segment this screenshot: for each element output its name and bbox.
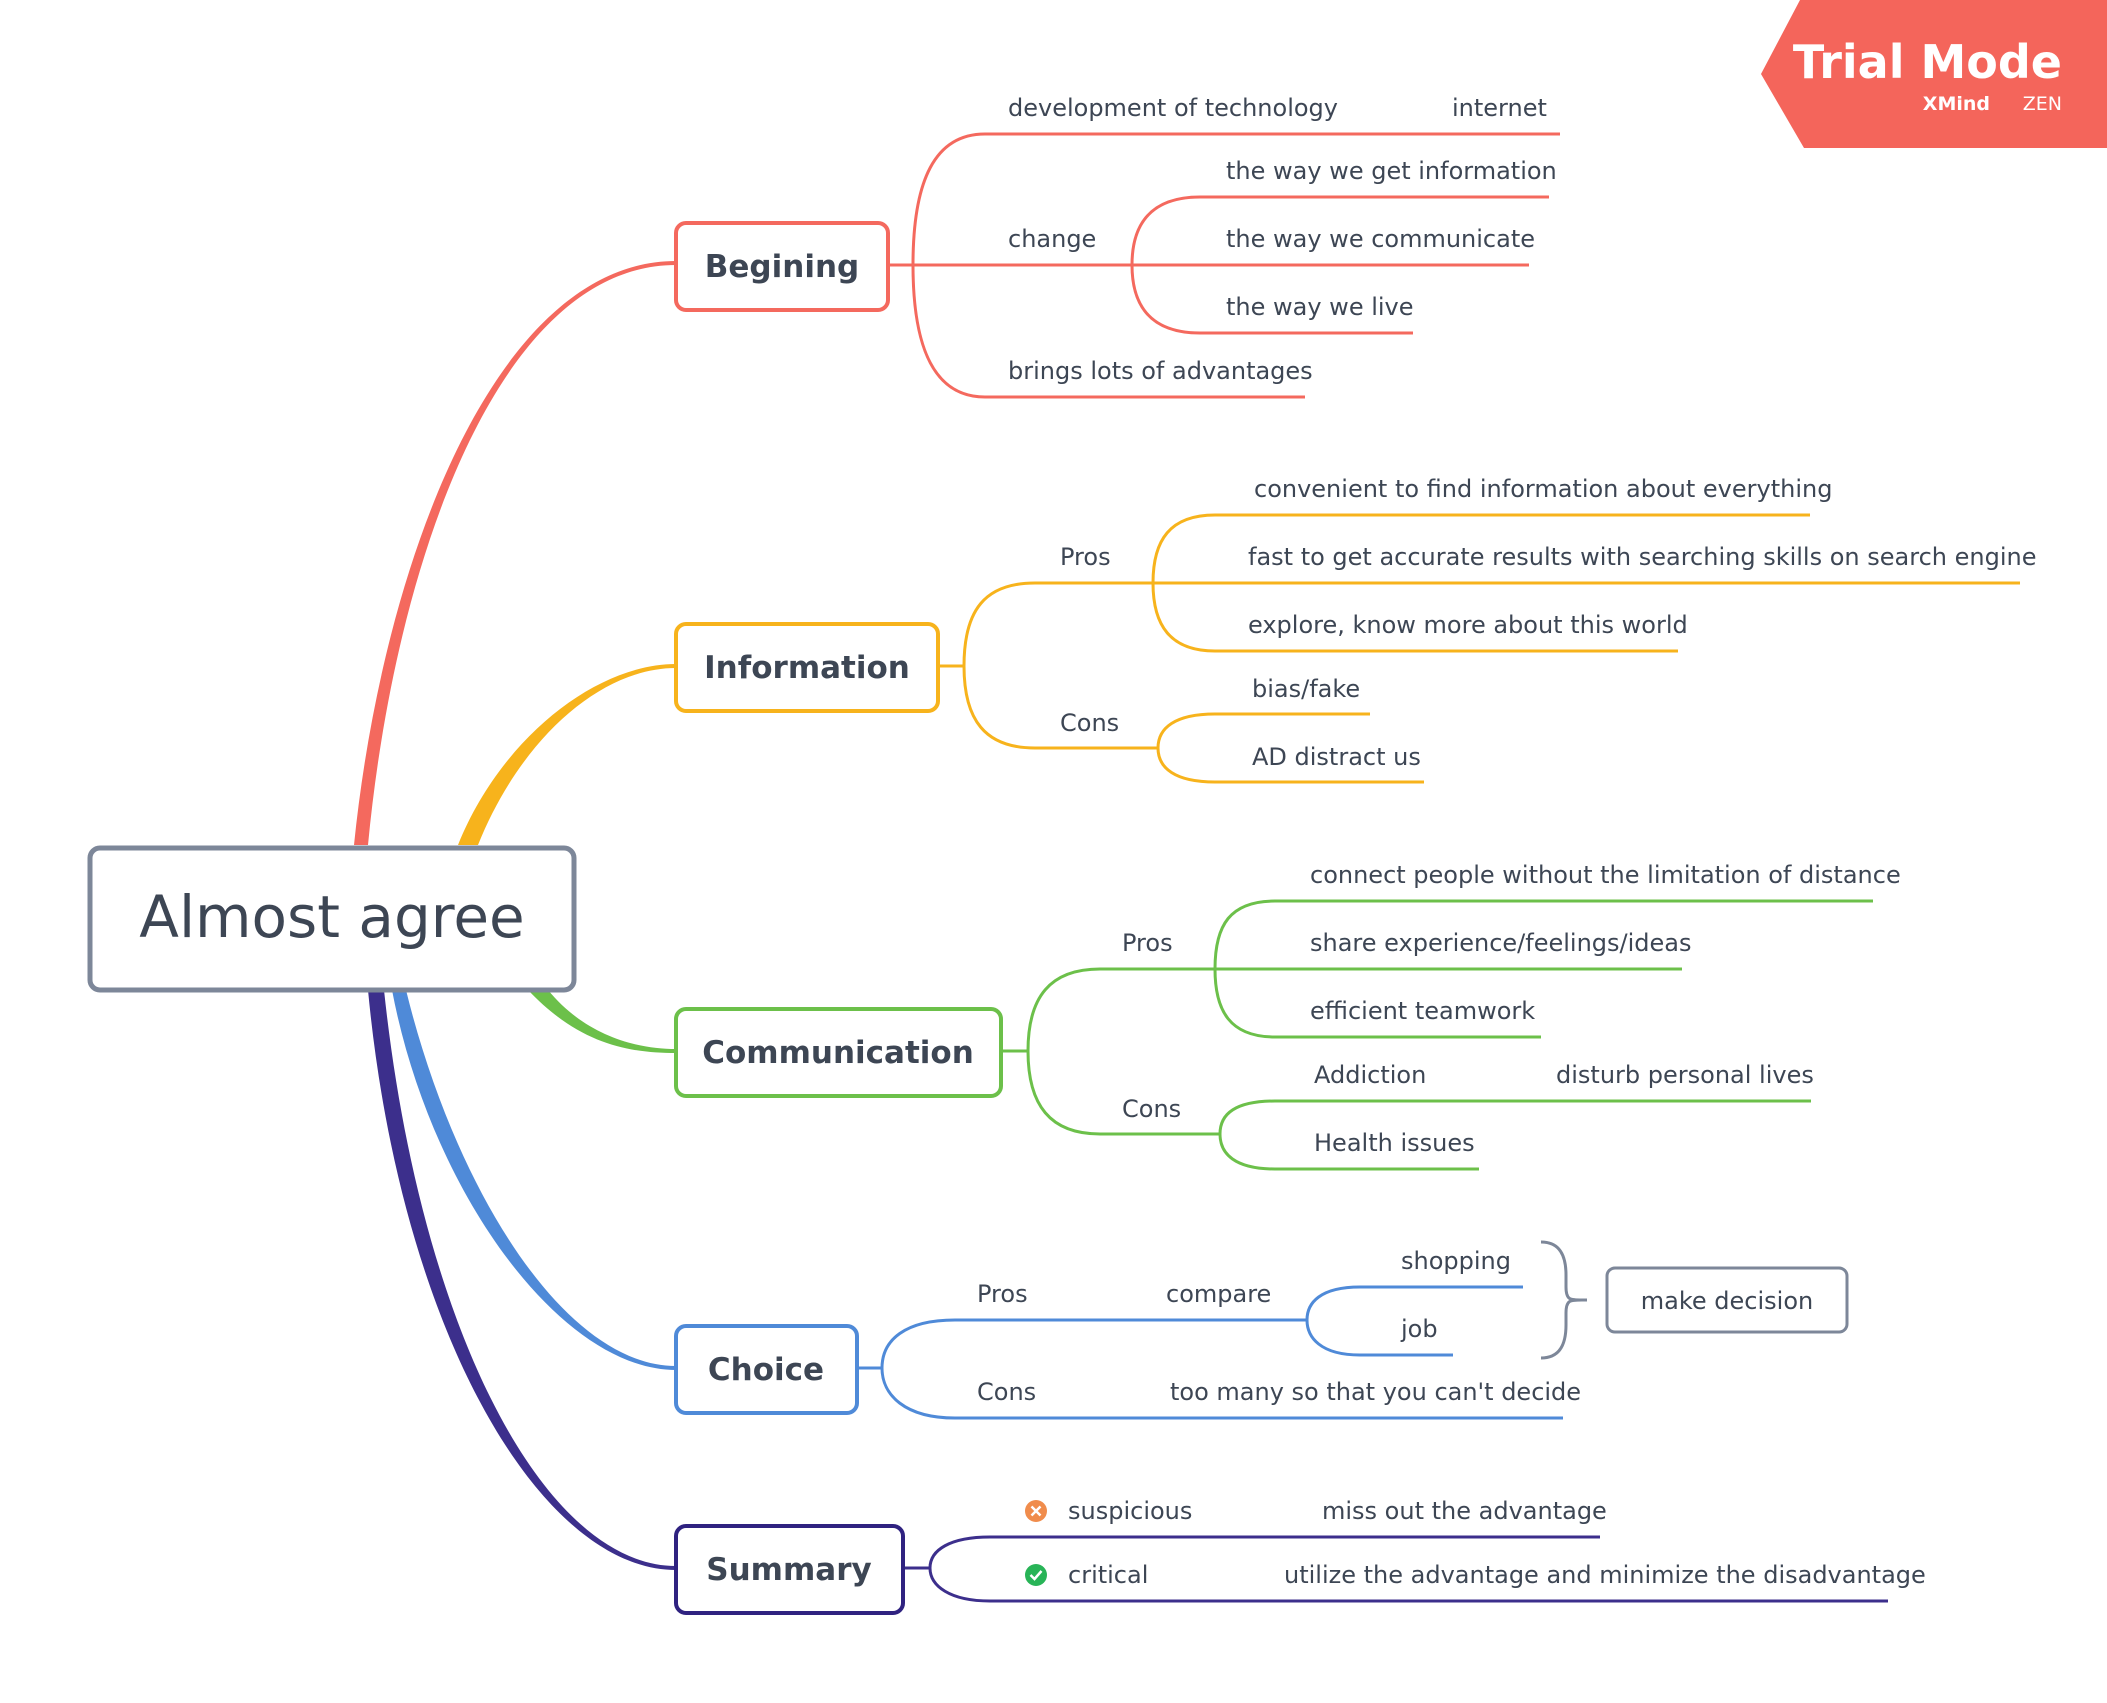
information-group <box>939 513 2020 784</box>
communication-cons-label[interactable]: Cons <box>1122 1095 1181 1123</box>
summary-node[interactable]: Summary <box>674 1524 905 1615</box>
branch-information <box>458 664 676 845</box>
communication-pros-label[interactable]: Pros <box>1122 929 1173 957</box>
change-line-get-info <box>1130 195 1549 266</box>
summary-critical-text[interactable]: critical <box>1068 1561 1148 1589</box>
branch-communication <box>528 990 676 1053</box>
change-item-2[interactable]: the way we communicate <box>1226 225 1535 253</box>
comm-pros-item-1[interactable]: connect people without the limitation of… <box>1310 861 1901 889</box>
begining-node[interactable]: Begining <box>674 221 890 312</box>
trial-mode-title: Trial Mode <box>1793 35 2062 89</box>
comm-cons-line-health <box>1218 1133 1479 1171</box>
information-node[interactable]: Information <box>674 622 940 713</box>
comm-pros-item-2[interactable]: share experience/feelings/ideas <box>1310 929 1692 957</box>
choice-compare-text[interactable]: compare <box>1166 1280 1271 1308</box>
begining-advantages-text[interactable]: brings lots of advantages <box>1008 357 1313 385</box>
information-node-box <box>674 622 940 713</box>
comm-cons-disturb[interactable]: disturb personal lives <box>1556 1061 1814 1089</box>
summary-suspicious-text[interactable]: suspicious <box>1068 1497 1192 1525</box>
choice-node-label: Choice <box>708 1352 824 1388</box>
make-decision-label: make decision <box>1641 1287 1813 1315</box>
comm-pros-item-3[interactable]: efficient teamwork <box>1310 997 1535 1025</box>
choice-node-box <box>674 1324 859 1415</box>
information-line-cons <box>962 665 1158 750</box>
summary-group <box>904 1535 1888 1603</box>
info-pros-item-3[interactable]: explore, know more about this world <box>1248 611 1688 639</box>
comm-pros-line-3 <box>1213 968 1541 1039</box>
compare-item-job[interactable]: job <box>1400 1315 1438 1343</box>
xmind-brand: XMind <box>1923 93 1990 115</box>
summary-suspicious-detail[interactable]: miss out the advantage <box>1322 1497 1607 1525</box>
root-node-box <box>87 845 577 993</box>
comm-cons-addiction[interactable]: Addiction <box>1314 1061 1426 1089</box>
choice-node[interactable]: Choice <box>674 1324 859 1415</box>
info-cons-item-1[interactable]: bias/fake <box>1252 675 1360 703</box>
choice-line-pros <box>880 1318 1307 1369</box>
choice-pros-label[interactable]: Pros <box>977 1280 1028 1308</box>
change-line-live <box>1130 264 1413 335</box>
begining-line-advantages <box>911 264 1305 399</box>
communication-node[interactable]: Communication <box>674 1007 1003 1098</box>
root-node[interactable]: Almost agree <box>87 845 577 993</box>
make-decision-box <box>1605 1266 1849 1334</box>
begining-internet-text[interactable]: internet <box>1452 94 1547 122</box>
choice-cons-detail[interactable]: too many so that you can't decide <box>1170 1378 1581 1406</box>
information-pros-label[interactable]: Pros <box>1060 543 1111 571</box>
communication-node-label: Communication <box>702 1035 974 1071</box>
info-pros-line-1 <box>1151 513 1810 584</box>
change-item-1[interactable]: the way we get information <box>1226 157 1557 185</box>
comm-pros-line-1 <box>1213 899 1873 970</box>
summary-line-suspicious <box>928 1535 1600 1569</box>
comm-cons-line-addiction <box>1218 1099 1811 1135</box>
summary-critical-detail[interactable]: utilize the advantage and minimize the d… <box>1284 1561 1926 1589</box>
begining-change-text[interactable]: change <box>1008 225 1096 253</box>
choice-group <box>858 1285 1563 1420</box>
compare-item-shopping[interactable]: shopping <box>1401 1247 1511 1275</box>
information-line-pros <box>962 581 1153 667</box>
info-cons-item-2[interactable]: AD distract us <box>1252 743 1421 771</box>
trial-mode-badge[interactable]: Trial Mode XMind ZEN <box>1761 0 2107 148</box>
begining-development-text[interactable]: development of technology <box>1008 94 1338 122</box>
begining-node-box <box>674 221 890 312</box>
trial-badge-shape <box>1761 0 2107 148</box>
compare-line-shopping <box>1305 1285 1523 1321</box>
root-node-label: Almost agree <box>139 883 524 951</box>
communication-line-pros <box>1026 967 1215 1052</box>
info-cons-line-1 <box>1156 712 1370 749</box>
info-pros-item-1[interactable]: convenient to find information about eve… <box>1254 475 1832 503</box>
cross-circle-icon <box>1025 1500 1047 1522</box>
communication-line-cons <box>1026 1050 1220 1136</box>
choice-cons-label[interactable]: Cons <box>977 1378 1036 1406</box>
begining-node-label: Begining <box>705 249 859 285</box>
check-circle-icon <box>1025 1564 1047 1586</box>
summary-node-label: Summary <box>706 1552 871 1588</box>
xmind-brand-suffix: ZEN <box>2023 93 2062 115</box>
communication-group <box>1002 899 1873 1171</box>
change-item-3[interactable]: the way we live <box>1226 293 1414 321</box>
branch-begining <box>354 261 676 845</box>
compare-line-job <box>1305 1319 1453 1357</box>
comm-cons-health[interactable]: Health issues <box>1314 1129 1475 1157</box>
branch-summary <box>368 990 676 1570</box>
summary-node-box <box>674 1524 905 1615</box>
info-pros-line-3 <box>1151 582 1678 653</box>
begining-group <box>889 132 1560 399</box>
make-decision-node[interactable]: make decision <box>1605 1266 1849 1334</box>
information-node-label: Information <box>704 650 910 686</box>
info-pros-item-2[interactable]: fast to get accurate results with search… <box>1248 543 2036 571</box>
communication-node-box <box>674 1007 1003 1098</box>
information-cons-label[interactable]: Cons <box>1060 709 1119 737</box>
info-cons-line-2 <box>1156 747 1424 784</box>
begining-line-development <box>911 132 1560 266</box>
summary-line-critical <box>928 1567 1888 1603</box>
choice-line-cons <box>880 1367 1563 1420</box>
